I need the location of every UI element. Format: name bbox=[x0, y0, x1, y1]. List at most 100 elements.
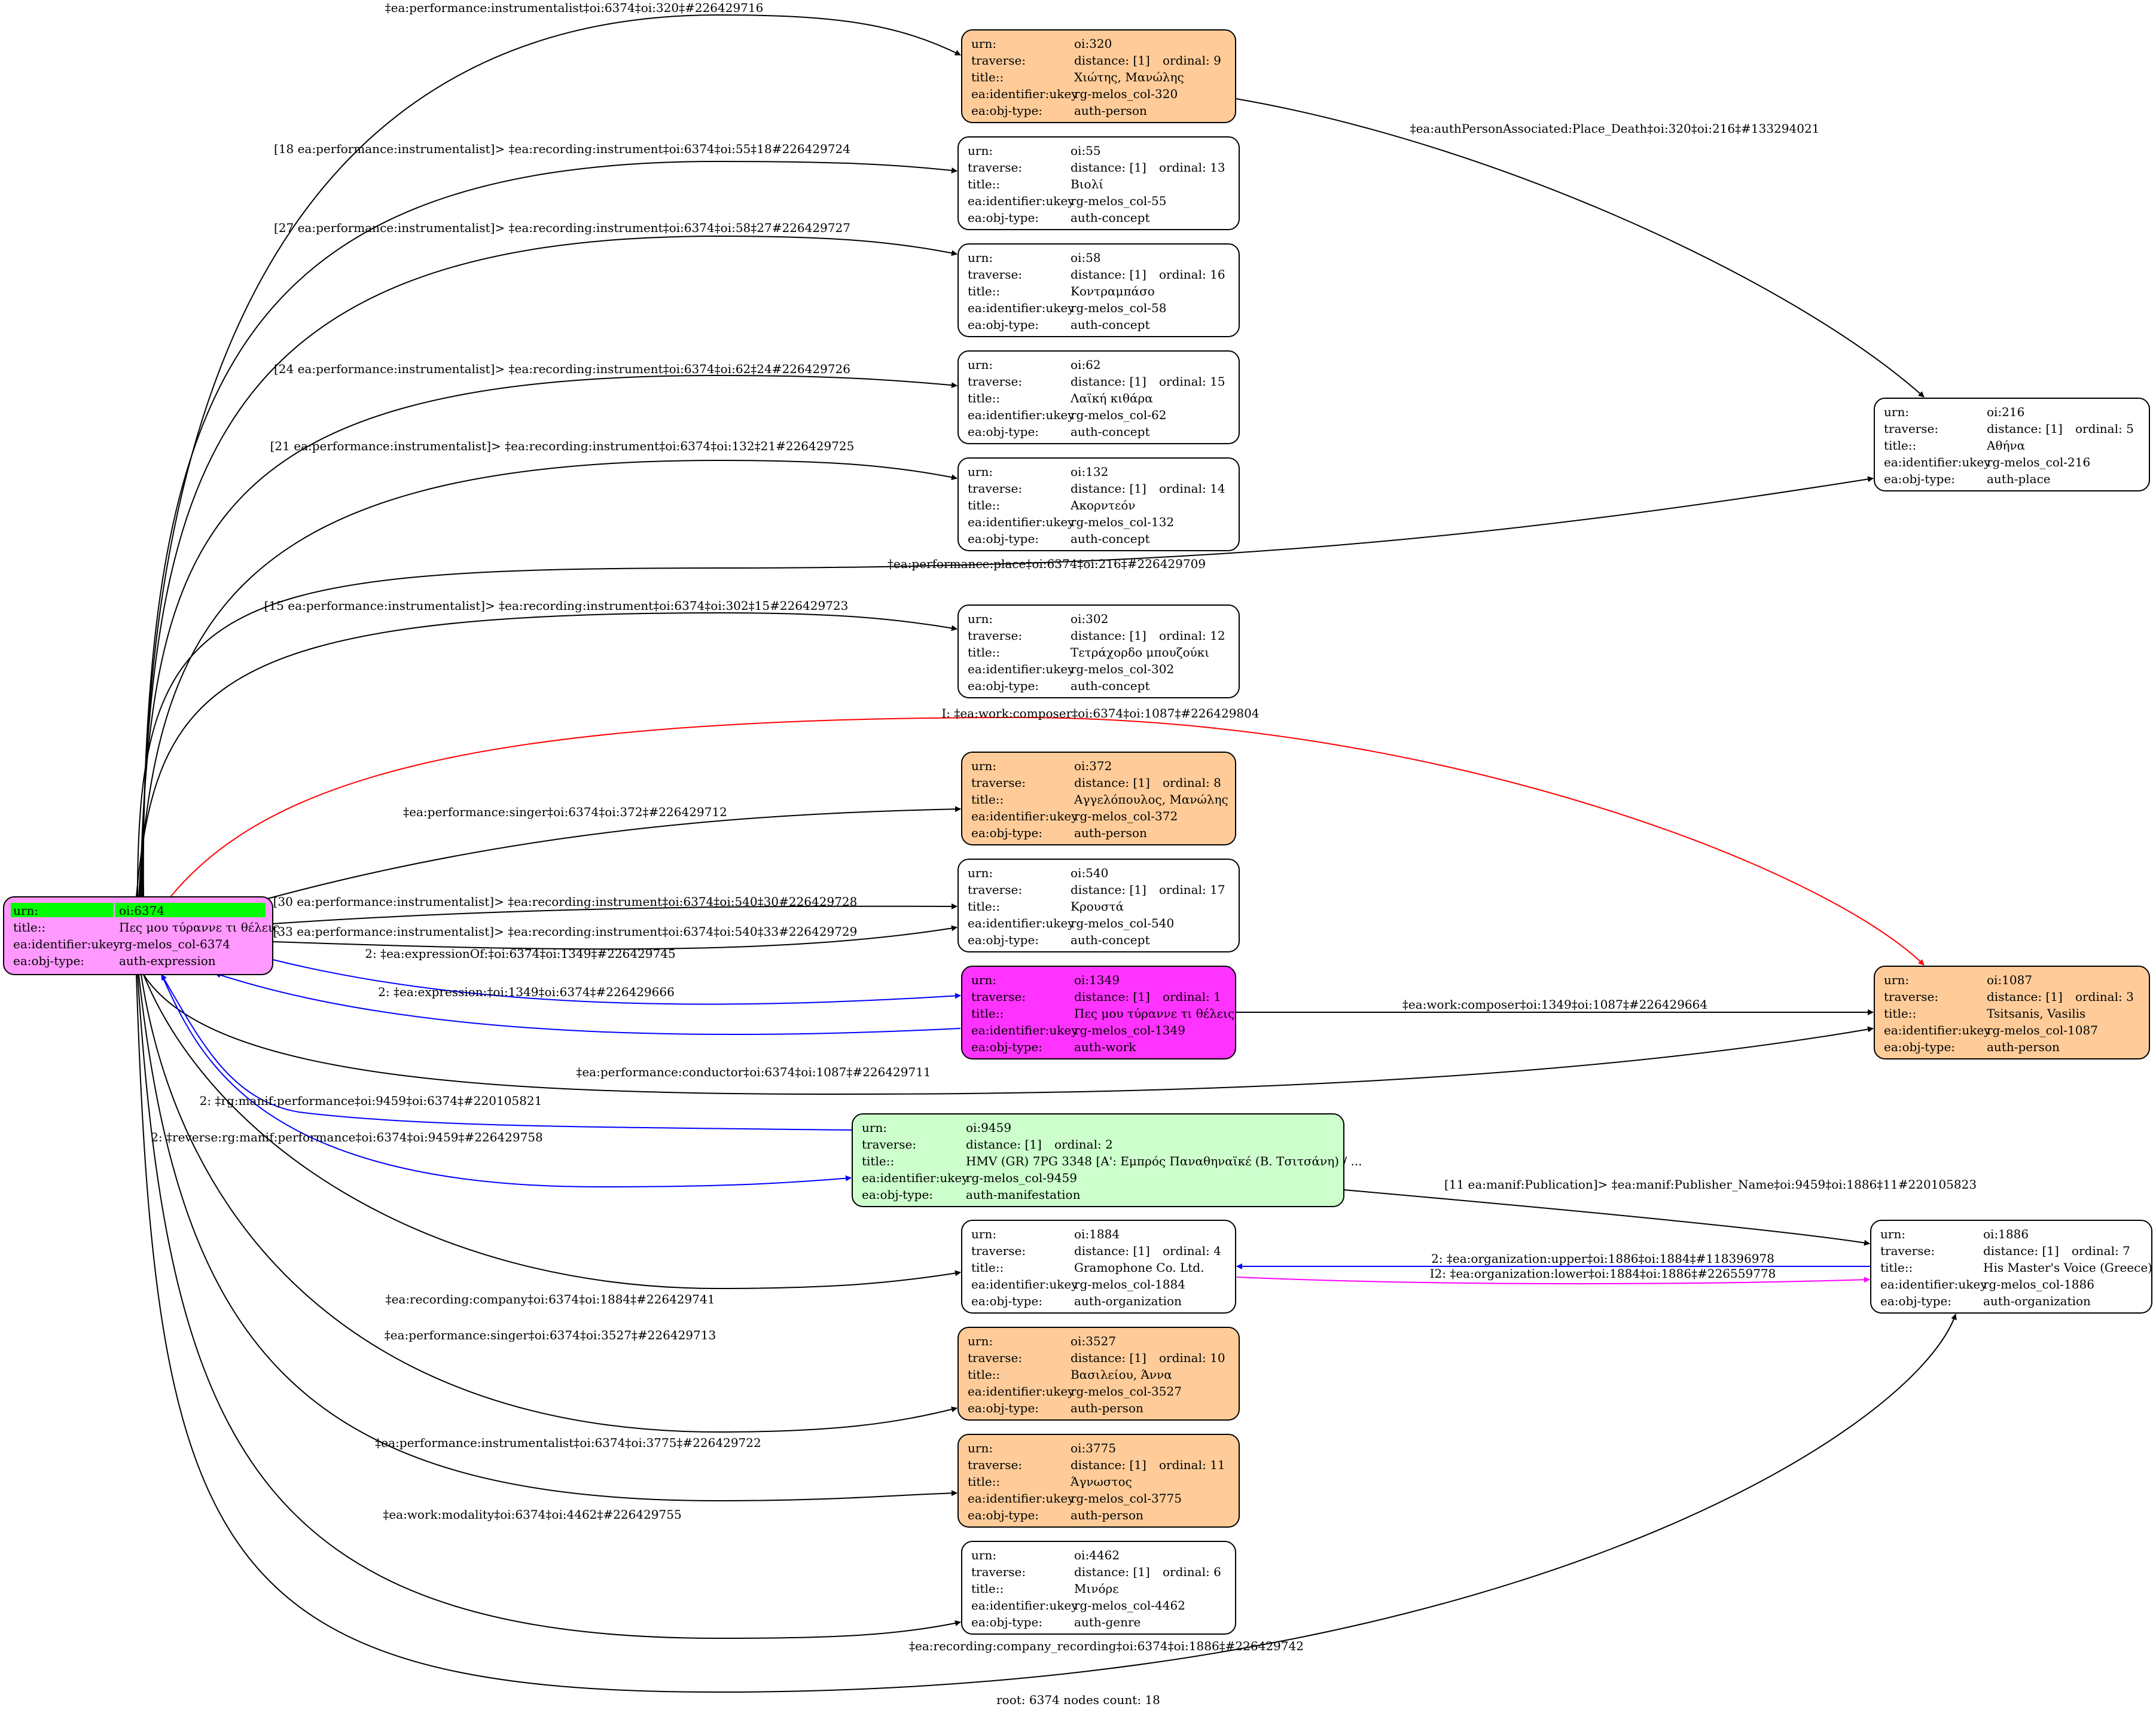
field-key-title: title:: bbox=[968, 1367, 1000, 1382]
field-key-title: title:: bbox=[1880, 1260, 1913, 1275]
field-key-traverse: traverse: bbox=[968, 883, 1022, 897]
node-box bbox=[961, 752, 1236, 845]
edge-label: ‡ea:performance:singer‡oi:6374‡oi:3527‡#… bbox=[385, 1328, 716, 1342]
field-value-urn: oi:9459 bbox=[966, 1120, 1011, 1135]
field-key-urn: urn: bbox=[1884, 973, 1909, 987]
traverse-distance: distance: [1] bbox=[1074, 1244, 1150, 1258]
field-key-title: title:: bbox=[1884, 438, 1916, 453]
field-key-ukey: ea:identifier:ukey bbox=[1884, 1023, 1991, 1037]
field-value-urn: oi:540 bbox=[1071, 866, 1108, 880]
field-value-objtype: auth-concept bbox=[1071, 425, 1149, 439]
field-value-objtype: auth-work bbox=[1074, 1040, 1136, 1054]
traverse-distance: distance: [1] bbox=[1071, 883, 1146, 897]
field-key-ukey: ea:identifier:ukey bbox=[968, 408, 1075, 422]
traverse-ordinal: ordinal: 3 bbox=[2075, 990, 2134, 1004]
field-key-objtype: ea:obj-type: bbox=[13, 954, 84, 968]
field-key-title: title:: bbox=[968, 284, 1000, 298]
field-key-objtype: ea:obj-type: bbox=[968, 425, 1039, 439]
field-key-traverse: traverse: bbox=[1884, 422, 1938, 436]
traverse-distance: distance: [1] bbox=[1071, 267, 1146, 282]
field-key-objtype: ea:obj-type: bbox=[862, 1187, 933, 1202]
field-value-objtype: auth-person bbox=[1074, 826, 1147, 840]
edge-6374-to-3527 bbox=[141, 974, 957, 1433]
field-value-ukey: rg-melos_col-55 bbox=[1071, 194, 1166, 208]
field-key-objtype: ea:obj-type: bbox=[1880, 1294, 1951, 1308]
node-box bbox=[1874, 966, 2150, 1059]
edge-6374-to-320 bbox=[142, 14, 961, 897]
edge-label: ‡ea:performance:singer‡oi:6374‡oi:372‡#2… bbox=[403, 805, 727, 819]
field-value-title: His Master's Voice (Greece) bbox=[1983, 1260, 2152, 1275]
traverse-distance: distance: [1] bbox=[966, 1137, 1042, 1152]
field-key-objtype: ea:obj-type: bbox=[968, 933, 1039, 947]
field-value-urn: oi:58 bbox=[1071, 251, 1101, 265]
field-key-urn: urn: bbox=[968, 143, 993, 158]
field-value-objtype: auth-genre bbox=[1074, 1615, 1140, 1629]
edge-6374-to-1884 bbox=[143, 974, 961, 1290]
field-value-ukey: rg-melos_col-62 bbox=[1071, 408, 1166, 422]
traverse-distance: distance: [1] bbox=[1071, 374, 1146, 389]
field-value-title: Tsitsanis, Vasilis bbox=[1987, 1006, 2085, 1021]
traverse-distance: distance: [1] bbox=[1071, 160, 1146, 175]
field-value-objtype: auth-concept bbox=[1071, 532, 1149, 546]
edge-label: 2: ‡ea:expression:‡oi:1349‡oi:6374‡#2264… bbox=[378, 985, 675, 999]
traverse-ordinal: ordinal: 2 bbox=[1054, 1137, 1113, 1152]
node-box bbox=[961, 1541, 1236, 1635]
field-value-objtype: auth-person bbox=[1987, 1040, 2060, 1054]
field-key-title: title:: bbox=[968, 645, 1000, 659]
field-key-objtype: ea:obj-type: bbox=[968, 210, 1039, 225]
field-key-urn: urn: bbox=[13, 903, 38, 918]
urn-key-highlight bbox=[11, 903, 114, 917]
edge-6374-to-216 bbox=[137, 476, 1874, 897]
field-key-urn: urn: bbox=[968, 358, 993, 372]
field-key-traverse: traverse: bbox=[971, 1565, 1026, 1579]
node-box bbox=[957, 136, 1240, 230]
field-key-ukey: ea:identifier:ukey bbox=[971, 1598, 1078, 1613]
edge-label: ‡ea:recording:company‡oi:6374‡oi:1884‡#2… bbox=[386, 1292, 715, 1306]
traverse-ordinal: ordinal: 6 bbox=[1163, 1565, 1221, 1579]
traverse-ordinal: ordinal: 9 bbox=[1163, 53, 1221, 68]
edge-label: I2: ‡ea:organization:lower‡oi:1884‡oi:18… bbox=[1430, 1266, 1776, 1281]
field-key-title: title:: bbox=[1884, 1006, 1916, 1021]
traverse-distance: distance: [1] bbox=[1071, 1458, 1146, 1472]
field-value-title: Βιολί bbox=[1071, 177, 1103, 191]
field-key-title: title:: bbox=[968, 498, 1000, 512]
traverse-ordinal: ordinal: 5 bbox=[2075, 422, 2134, 436]
edge-label: ‡ea:authPersonAssociated:Place_Death‡oi:… bbox=[1410, 121, 1820, 136]
traverse-distance: distance: [1] bbox=[1071, 628, 1146, 643]
field-value-title: HMV (GR) 7PG 3348 [A': Εμπρός Παναθηναϊκ… bbox=[966, 1154, 1362, 1168]
edges-layer bbox=[136, 14, 1957, 1693]
field-value-ukey: rg-melos_col-540 bbox=[1071, 916, 1174, 930]
field-value-urn: oi:1884 bbox=[1074, 1227, 1120, 1241]
field-value-ukey: rg-melos_col-302 bbox=[1071, 662, 1174, 676]
field-key-urn: urn: bbox=[862, 1120, 887, 1135]
field-value-ukey: rg-melos_col-6374 bbox=[119, 937, 230, 951]
field-key-ukey: ea:identifier:ukey bbox=[1880, 1277, 1987, 1291]
field-key-title: title:: bbox=[971, 792, 1004, 807]
field-key-objtype: ea:obj-type: bbox=[968, 1508, 1039, 1522]
node-box bbox=[961, 29, 1236, 123]
traverse-ordinal: ordinal: 16 bbox=[1159, 267, 1225, 282]
edge-6374-to-4462 bbox=[137, 974, 961, 1639]
field-value-ukey: rg-melos_col-9459 bbox=[966, 1171, 1077, 1185]
field-key-title: title:: bbox=[971, 1581, 1004, 1596]
traverse-ordinal: ordinal: 17 bbox=[1159, 883, 1225, 897]
field-key-traverse: traverse: bbox=[971, 1244, 1026, 1258]
